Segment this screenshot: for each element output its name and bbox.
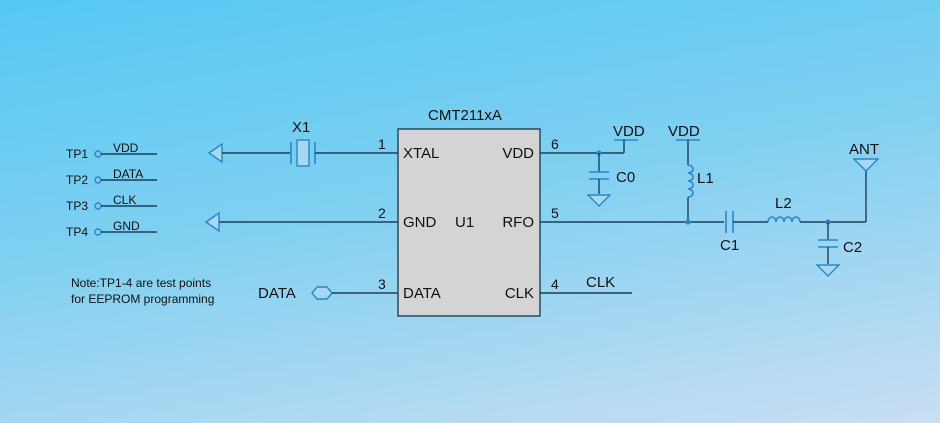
c2-label: C2 — [843, 239, 862, 256]
note-line-1: Note:TP1-4 are test points — [71, 276, 211, 290]
antenna-ant: ANT — [849, 141, 880, 222]
pin-num-4: 4 — [551, 276, 559, 292]
tp1-label: TP1 — [66, 147, 88, 161]
note-line-2: for EEPROM programming — [71, 292, 214, 306]
ground-arrow-xtal-icon — [207, 142, 223, 164]
capacitor-c1: C1 — [720, 211, 739, 254]
antenna-label: ANT — [849, 141, 879, 158]
pin-num-3: 3 — [378, 276, 386, 292]
vdd-pin6-label: VDD — [613, 123, 645, 140]
capacitor-c0: C0 — [586, 153, 635, 207]
c0-ground-icon — [586, 194, 612, 207]
crystal-body-icon — [296, 139, 310, 167]
tp4-label: TP4 — [66, 225, 88, 239]
test-point-tp3: TP3 CLK — [66, 193, 157, 213]
inductor-l1: L1 — [687, 140, 714, 222]
vdd-l1-label: VDD — [668, 123, 700, 140]
l1-label: L1 — [697, 170, 714, 187]
pin-name-data: DATA — [403, 285, 441, 302]
tp3-pad — [94, 202, 102, 210]
c1-label: C1 — [720, 237, 739, 254]
pin-name-clk: CLK — [505, 285, 534, 302]
tp3-label: TP3 — [66, 199, 88, 213]
data-port-icon — [311, 286, 333, 300]
pin-name-vdd: VDD — [502, 145, 534, 162]
rfo-junction — [685, 219, 691, 225]
crystal-label: X1 — [292, 119, 310, 136]
tp2-net-label: DATA — [113, 167, 143, 181]
chip-u1: CMT211xA U1 XTAL GND DATA CLK RFO VDD 1 … — [378, 107, 559, 317]
pin-name-rfo: RFO — [502, 214, 534, 231]
capacitor-c2: C2 — [815, 222, 862, 277]
data-port-label: DATA — [258, 285, 296, 302]
crystal-x1: X1 — [290, 119, 316, 167]
l1-coil-icon — [687, 164, 694, 198]
pin-num-1: 1 — [378, 136, 386, 152]
chip-ref: U1 — [455, 214, 474, 231]
pin-num-6: 6 — [551, 136, 559, 152]
tp2-pad — [94, 176, 102, 184]
pin-name-gnd: GND — [403, 214, 437, 231]
tp4-pad — [94, 228, 102, 236]
test-point-tp1: TP1 VDD — [66, 141, 157, 161]
tp3-net-label: CLK — [113, 193, 136, 207]
pin-num-2: 2 — [378, 205, 386, 221]
c2-ground-icon — [815, 264, 841, 277]
tp1-net-label: VDD — [113, 141, 139, 155]
l2-label: L2 — [775, 195, 792, 212]
tp1-pad — [94, 150, 102, 158]
inductor-l2: L2 — [767, 195, 801, 223]
l2-coil-icon — [767, 216, 801, 223]
clk-net-label: CLK — [586, 274, 615, 291]
tp2-label: TP2 — [66, 173, 88, 187]
test-point-tp4: TP4 GND — [66, 219, 157, 239]
tp4-net-label: GND — [113, 219, 140, 233]
ground-arrow-gnd-icon — [204, 211, 220, 233]
antenna-icon — [852, 158, 880, 172]
pin-num-5: 5 — [551, 205, 559, 221]
test-point-tp2: TP2 DATA — [66, 167, 157, 187]
chip-title: CMT211xA — [428, 107, 502, 124]
pin-name-xtal: XTAL — [403, 145, 439, 162]
c0-label: C0 — [616, 169, 635, 186]
